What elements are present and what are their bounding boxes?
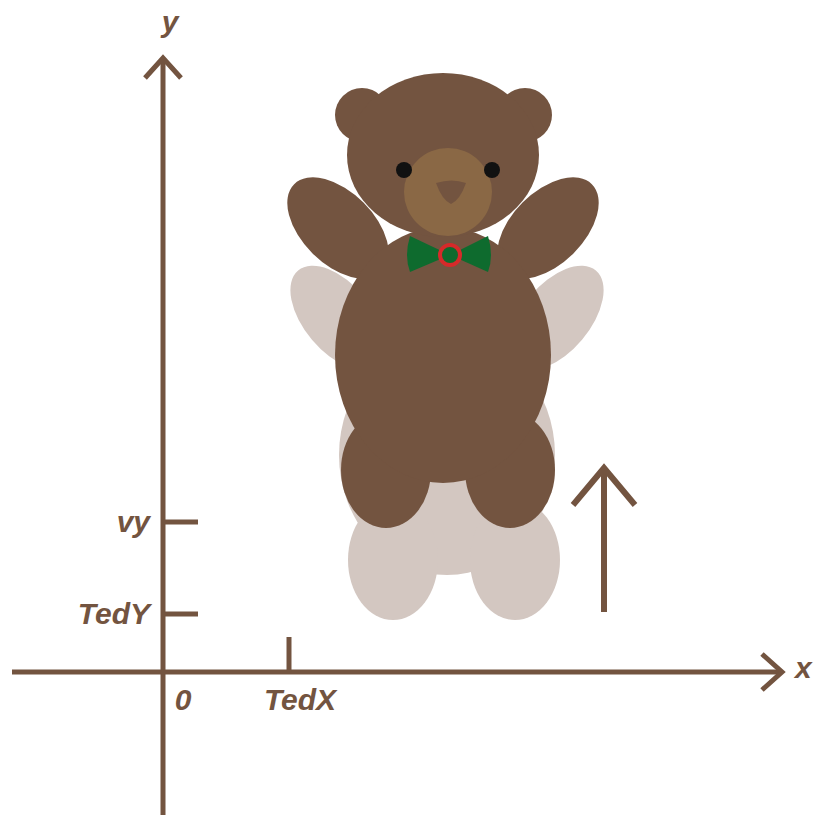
tick-label: 0 — [175, 685, 192, 715]
bear-eye — [484, 162, 500, 178]
axis-name: x — [795, 653, 812, 683]
y-axis — [161, 58, 166, 815]
bear-body — [335, 227, 551, 483]
tick-label: TedX — [264, 685, 336, 715]
bowtie-knot — [440, 245, 460, 265]
tick-label: TedY — [78, 599, 150, 629]
bear-eye — [396, 162, 412, 178]
tick-label: vy — [117, 507, 150, 537]
arrow-shaft — [601, 468, 607, 612]
bear-head — [347, 73, 539, 237]
arrow-head — [573, 468, 635, 505]
axes — [12, 58, 782, 815]
bear-muzzle — [404, 148, 492, 236]
axis-tick — [163, 612, 198, 617]
bear — [269, 73, 618, 528]
axis-tick — [287, 637, 292, 672]
x-axis — [12, 670, 782, 675]
motion-arrow — [573, 468, 635, 612]
x-arrowhead — [762, 654, 782, 690]
axis-tick — [163, 520, 198, 525]
axis-name: y — [162, 7, 179, 37]
bear-nose — [436, 181, 466, 205]
y-arrowhead — [145, 58, 181, 78]
